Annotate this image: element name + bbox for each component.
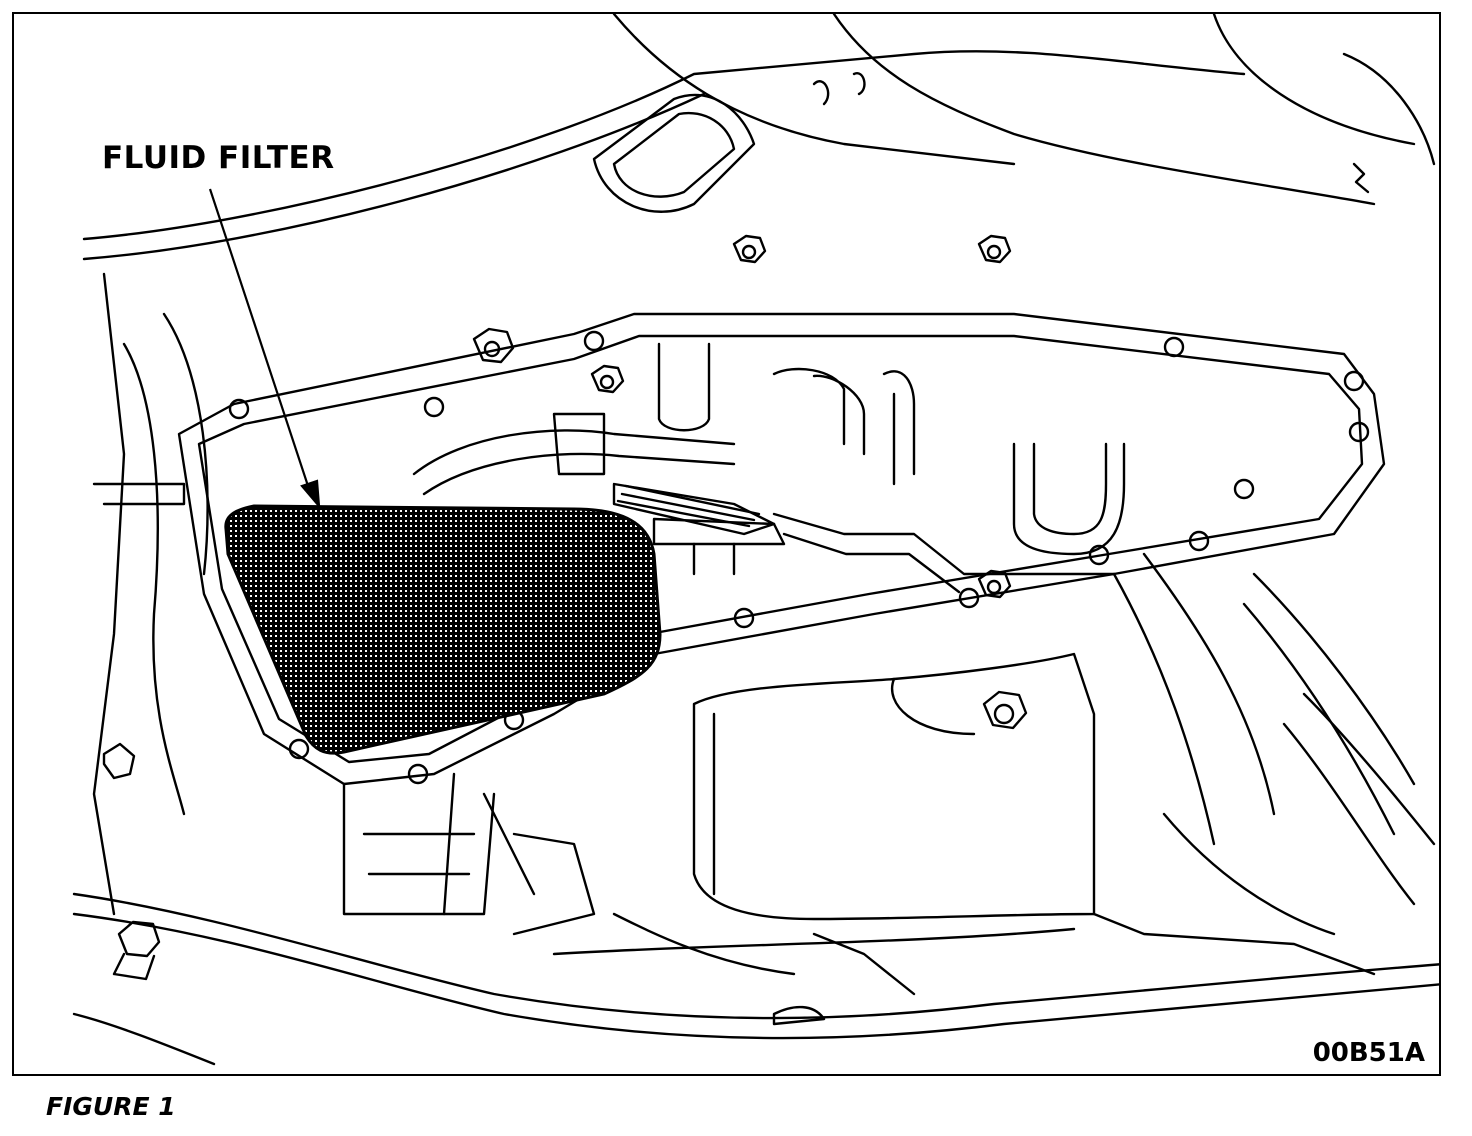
detent-spring-plate — [612, 482, 776, 536]
fluid-filter-callout: FLUID FILTER — [102, 140, 335, 176]
figure-caption: FIGURE 1 — [46, 1092, 176, 1121]
lower-crossmember — [72, 892, 1439, 1020]
upper-port — [592, 93, 756, 213]
upper-frame-rail — [82, 50, 1246, 241]
oil-pan — [692, 652, 1096, 921]
valve-body-gasket — [177, 312, 1386, 786]
transmission-case-left — [92, 272, 126, 916]
oil-tube-right — [1012, 442, 1126, 556]
fluid-filter-mesh — [224, 504, 662, 755]
drawing-code: 00B51A — [1312, 1038, 1425, 1068]
gasket-bolts — [228, 330, 1370, 785]
oil-tube-upper — [772, 367, 866, 456]
callout-leader-arrow — [208, 188, 321, 510]
transmission-line-drawing — [72, 14, 1439, 1066]
figure-frame: FLUID FILTER 00B51A — [12, 12, 1441, 1076]
